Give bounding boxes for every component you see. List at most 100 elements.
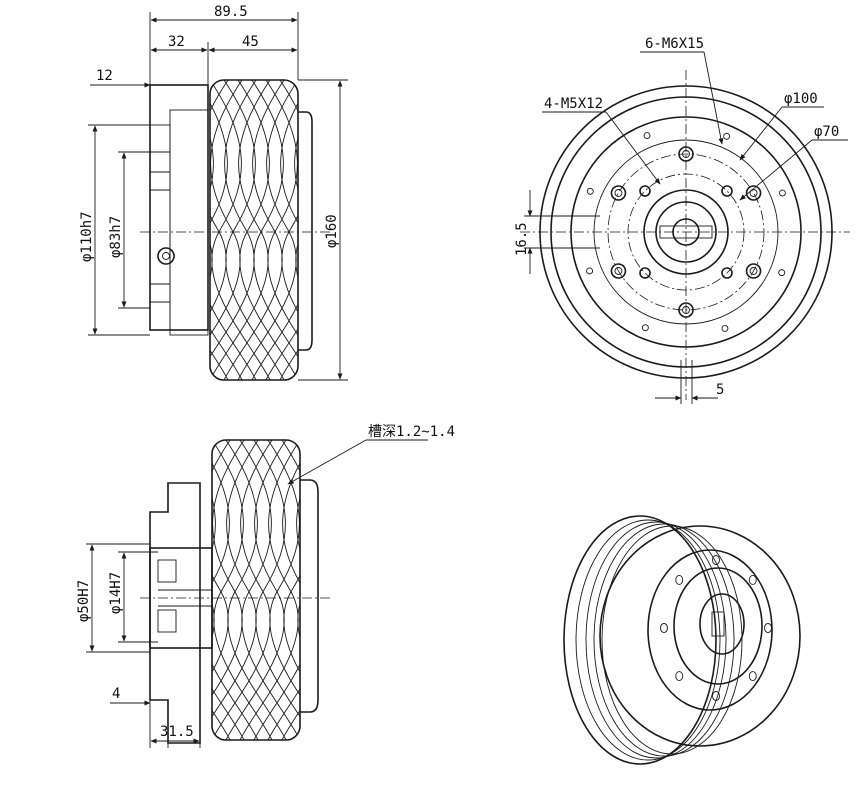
- dim-boss-dia: φ83h7: [108, 216, 124, 258]
- tread-groove: [281, 440, 300, 740]
- tread-groove: [366, 440, 426, 740]
- tread-groove: [324, 440, 384, 740]
- iso-hole-icon: [712, 555, 720, 565]
- vent-hole-icon: [778, 189, 786, 197]
- set-screw-icon: [157, 247, 175, 265]
- tread-groove: [350, 80, 410, 380]
- tread-groove: [350, 80, 410, 380]
- label-small-holes: 4-M5X12: [544, 96, 603, 112]
- m6-hole-core: [749, 267, 758, 275]
- vent-hole-icon: [641, 324, 649, 332]
- tread-groove: [253, 440, 300, 740]
- iso-hole-icon: [675, 671, 684, 682]
- tread-groove: [237, 80, 298, 380]
- dim-bore-outer: φ50H7: [76, 580, 92, 622]
- iso-tread-back: [563, 515, 717, 765]
- m6-hole-icon: [745, 185, 762, 201]
- label-pcd-large: φ100: [784, 91, 818, 107]
- tread-groove: [225, 440, 287, 740]
- dim-overall-length: 89.5: [214, 4, 248, 20]
- vent-hole-icon: [778, 269, 786, 277]
- vent-hole-icon: [586, 267, 594, 275]
- tread-groove: [265, 80, 298, 380]
- tread-groove: [310, 440, 370, 740]
- tread-groove: [352, 440, 412, 740]
- iso-hole-icon: [675, 574, 684, 585]
- dim-wheel-dia: φ160: [324, 214, 340, 248]
- dim-step: 4: [112, 686, 120, 702]
- tread-groove: [364, 80, 424, 380]
- tread-groove: [210, 80, 257, 380]
- iso-hole-icon: [748, 574, 757, 585]
- dim-key-width: 5: [716, 382, 724, 398]
- m6-hole-icon: [745, 263, 762, 279]
- tread-groove: [352, 440, 412, 740]
- tread-groove: [265, 80, 298, 380]
- label-groove-depth: 槽深1.2~1.4: [368, 424, 455, 440]
- m5-hole-icon: [639, 267, 651, 279]
- isometric-view: [563, 515, 801, 765]
- tread-groove: [336, 80, 396, 380]
- m5-hole-icon: [721, 267, 733, 279]
- tread-groove: [239, 440, 300, 740]
- tread-groove: [212, 440, 273, 740]
- wheel-tread: [209, 79, 299, 381]
- tread-groove: [212, 440, 231, 740]
- tread-groove: [212, 440, 245, 740]
- iso-bore: [699, 593, 745, 655]
- tread-groove: [279, 80, 298, 380]
- m6-hole-core: [614, 267, 623, 275]
- wheel-section: [211, 439, 301, 741]
- vent-hole-icon: [723, 132, 731, 140]
- dim-flange-length: 32: [168, 34, 185, 50]
- tread-groove: [210, 80, 243, 380]
- tread-groove: [364, 80, 424, 380]
- tread-groove: [237, 80, 298, 380]
- tread-groove: [225, 440, 287, 740]
- tread-groove: [295, 440, 300, 740]
- tread-groove: [251, 80, 298, 380]
- end-view: 6-M6X15 4-M5X12 φ100 φ70 16.5 5: [514, 36, 850, 404]
- dim-wheel-width: 45: [242, 34, 259, 50]
- tread-groove: [310, 440, 370, 740]
- dim-bore-inner: φ14H7: [108, 572, 124, 614]
- tread-groove: [253, 440, 300, 740]
- dim-hub-length: 31.5: [160, 724, 194, 740]
- iso-hole-icon: [764, 623, 772, 633]
- tread-groove: [212, 440, 245, 740]
- tread-groove: [210, 80, 271, 380]
- tread-groove: [210, 80, 271, 380]
- tread-groove: [210, 80, 243, 380]
- tread-groove: [267, 440, 300, 740]
- label-pcd-small: φ70: [814, 124, 839, 140]
- front-view: 89.5 32 45 12 φ110h7 φ83h7 φ160: [79, 4, 424, 381]
- tread-groove: [324, 440, 384, 740]
- m5-hole-icon: [639, 185, 651, 197]
- iso-face: [599, 525, 801, 747]
- dim-pilot-dia: φ110h7: [79, 211, 95, 262]
- dim-key-height: 16.5: [514, 222, 530, 256]
- label-large-holes: 6-M6X15: [645, 36, 704, 52]
- tread-groove: [212, 440, 259, 740]
- tread-groove: [366, 440, 426, 740]
- vent-hole-icon: [586, 187, 594, 195]
- tread-groove: [210, 80, 229, 380]
- vent-hole-icon: [643, 132, 651, 140]
- tread-groove: [212, 440, 273, 740]
- tread-groove: [239, 440, 300, 740]
- m6-hole-core: [614, 189, 623, 197]
- tread-groove: [223, 80, 285, 380]
- hub-section: [149, 482, 201, 744]
- tread-groove: [338, 440, 398, 740]
- vent-hole-icon: [721, 324, 729, 332]
- tread-groove: [267, 440, 300, 740]
- tread-groove: [338, 440, 398, 740]
- tread-groove: [295, 440, 300, 740]
- tread-groove: [223, 80, 285, 380]
- flange-body: [149, 84, 209, 331]
- tread-groove: [251, 80, 298, 380]
- iso-hole-icon: [712, 691, 720, 701]
- tread-groove: [212, 440, 259, 740]
- m5-hole-icon: [721, 185, 733, 197]
